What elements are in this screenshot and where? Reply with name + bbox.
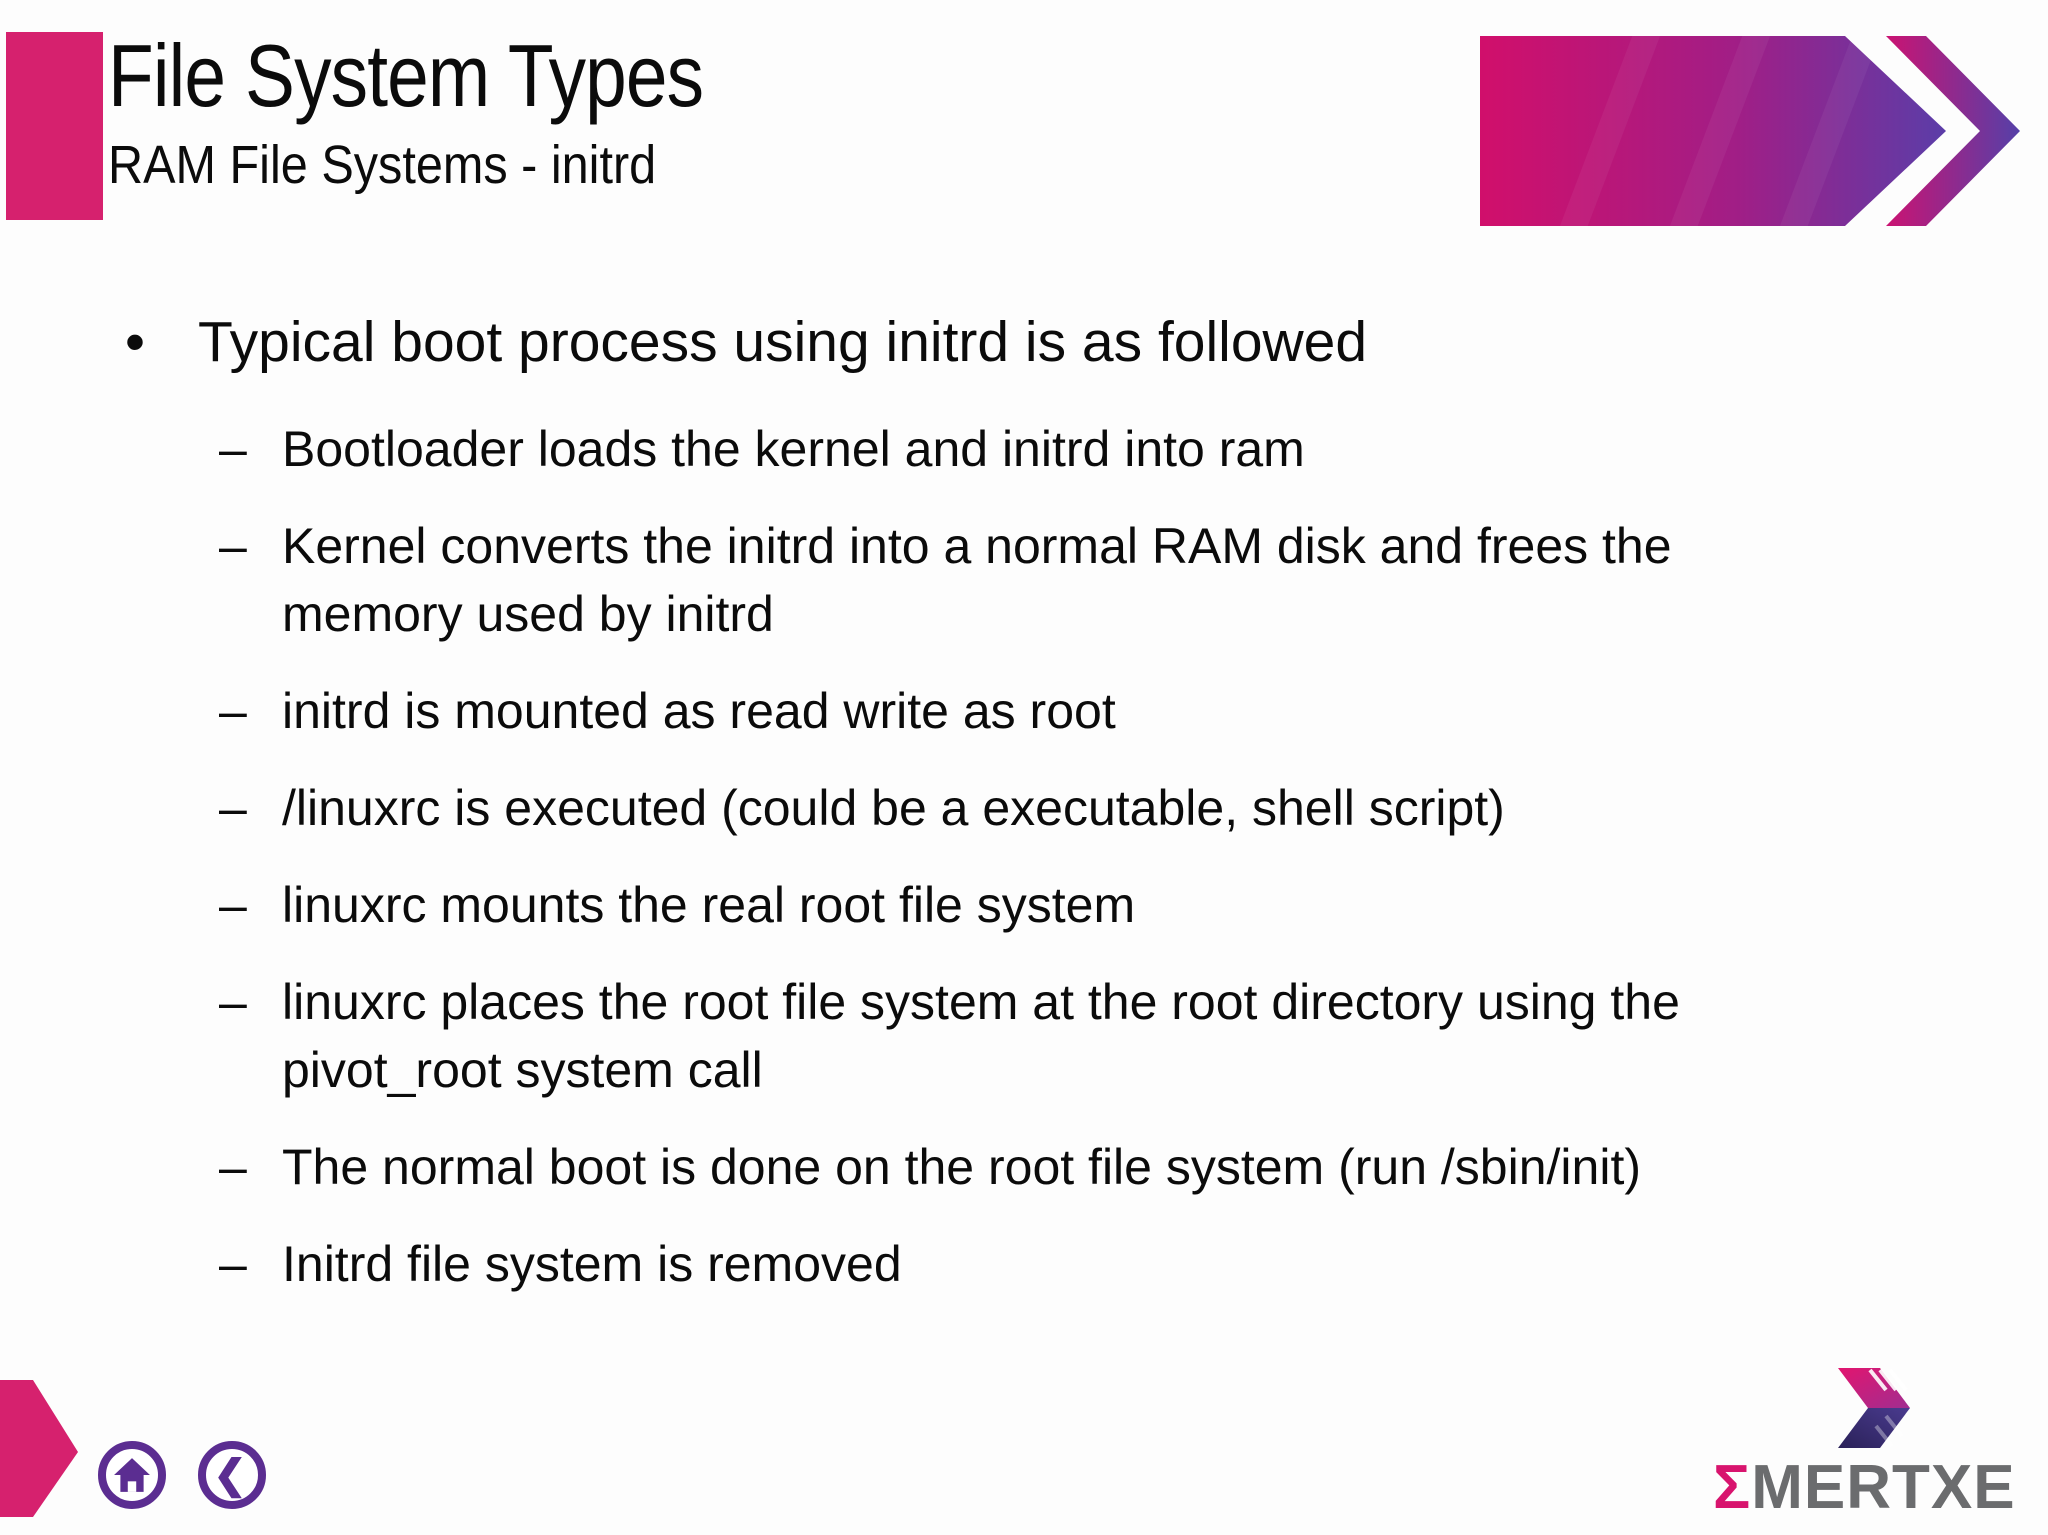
dash-marker: – (219, 877, 247, 933)
list-item: –/linuxrc is executed (could be a execut… (219, 774, 2009, 842)
logo-sigma: Σ (1713, 1453, 1752, 1522)
list-item-text: Bootloader loads the kernel and initrd i… (282, 415, 1305, 483)
emertxe-logo-text: ΣMERTXE (1713, 1452, 2016, 1523)
list-item: –initrd is mounted as read write as root (219, 677, 2009, 745)
list-item-line: memory used by initrd (282, 586, 774, 642)
title-accent-block (6, 32, 103, 220)
list-item-text: initrd is mounted as read write as root (282, 677, 1116, 745)
list-item-text: /linuxrc is executed (could be a executa… (282, 774, 1505, 842)
banner-stripes (1559, 36, 1881, 226)
list-item-text: Kernel converts the initrd into a normal… (282, 512, 1672, 648)
list-item: –Initrd file system is removed (219, 1230, 2009, 1298)
list-item: –linuxrc places the root file system at … (219, 968, 2009, 1104)
dash-marker: – (219, 780, 247, 836)
main-bullet-text: Typical boot process using initrd is as … (198, 310, 1368, 374)
dash-marker: – (219, 1236, 247, 1292)
list-item-line: pivot_root system call (282, 1042, 763, 1098)
dash-marker: – (219, 421, 247, 477)
dash-marker: – (219, 683, 247, 739)
list-item-line: The normal boot is done on the root file… (282, 1139, 1641, 1195)
sub-bullet-list: –Bootloader loads the kernel and initrd … (219, 415, 2009, 1327)
list-item-text: The normal boot is done on the root file… (282, 1133, 1641, 1201)
list-item: –Bootloader loads the kernel and initrd … (219, 415, 2009, 483)
back-icon: ❮ (213, 1453, 247, 1497)
back-button[interactable]: ❮ (198, 1441, 266, 1509)
main-bullet-row: • Typical boot process using initrd is a… (125, 308, 1367, 376)
list-item-line: /linuxrc is executed (could be a executa… (282, 780, 1505, 836)
list-item-line: initrd is mounted as read write as root (282, 683, 1116, 739)
dash-marker: – (219, 518, 247, 574)
list-item-text: Initrd file system is removed (282, 1230, 902, 1298)
list-item: –linuxrc mounts the real root file syste… (219, 871, 2009, 939)
list-item: –Kernel converts the initrd into a norma… (219, 512, 2009, 648)
footer-accent-arrow (0, 1380, 78, 1517)
list-item-line: Kernel converts the initrd into a normal… (282, 518, 1672, 574)
list-item: –The normal boot is done on the root fil… (219, 1133, 2009, 1201)
dash-marker: – (219, 1139, 247, 1195)
list-item-text: linuxrc places the root file system at t… (282, 968, 1680, 1104)
list-item-line: Bootloader loads the kernel and initrd i… (282, 421, 1305, 477)
list-item-line: Initrd file system is removed (282, 1236, 902, 1292)
list-item-line: linuxrc places the root file system at t… (282, 974, 1680, 1030)
list-item-text: linuxrc mounts the real root file system (282, 871, 1135, 939)
banner-chevron (1886, 36, 2020, 226)
dash-marker: – (219, 974, 247, 1030)
page-subtitle: RAM File Systems - initrd (108, 135, 657, 195)
header-banner-arrow-graphic (1480, 36, 2020, 226)
list-item-line: linuxrc mounts the real root file system (282, 877, 1136, 933)
banner-pentagon (1480, 36, 1946, 226)
home-icon (114, 1458, 150, 1492)
bullet-marker: • (125, 310, 145, 374)
logo-rest: MERTXE (1751, 1453, 2016, 1522)
emertxe-logo-mark-icon (1838, 1368, 1910, 1448)
home-button[interactable] (98, 1441, 166, 1509)
page-title: File System Types (108, 26, 704, 125)
